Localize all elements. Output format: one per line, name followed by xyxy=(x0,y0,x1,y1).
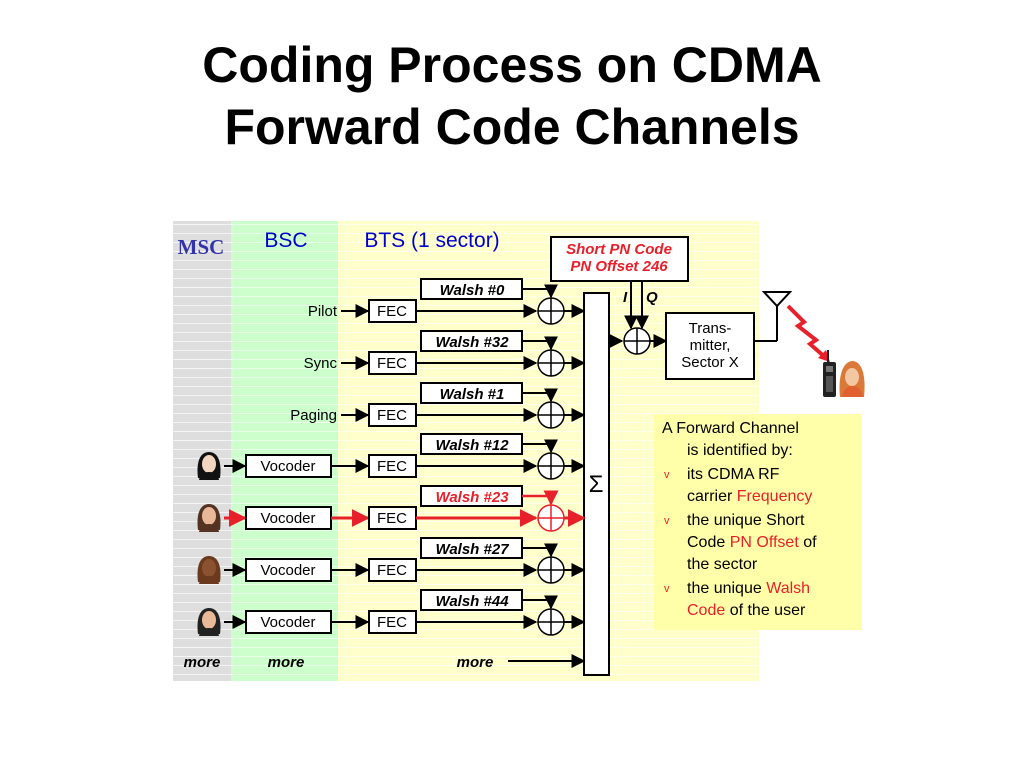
fec-label: FEC xyxy=(377,562,407,579)
channel-source-label: Paging xyxy=(290,407,337,424)
user-avatar xyxy=(197,452,221,480)
user-avatar xyxy=(197,608,221,636)
transmitter-line-2: mitter, xyxy=(690,337,731,354)
walsh-code-label: Walsh #12 xyxy=(435,437,509,454)
transmitter-line-1: Trans- xyxy=(689,320,732,337)
channel-source-label: Pilot xyxy=(308,303,338,320)
channel-row: Vocoder FEC Walsh #12 xyxy=(197,433,586,480)
short-pn-line-1: Short PN Code xyxy=(566,241,672,258)
short-pn-line-2: PN Offset 246 xyxy=(570,258,668,275)
bullet-icon: v xyxy=(664,469,670,481)
fec-label: FEC xyxy=(377,458,407,475)
msc-heading: MSC xyxy=(178,235,225,259)
transmitter-line-3: Sector X xyxy=(681,354,739,371)
bullet-icon: v xyxy=(664,515,670,527)
vocoder-label: Vocoder xyxy=(260,562,315,579)
info-bullet-walsh: v the unique Walsh Code of the user xyxy=(664,580,811,619)
fec-label: FEC xyxy=(377,407,407,424)
more-row: more more more xyxy=(184,654,586,671)
summing-bus xyxy=(583,292,610,676)
vocoder-label: Vocoder xyxy=(260,510,315,527)
fec-label: FEC xyxy=(377,303,407,320)
walsh-code-label: Walsh #27 xyxy=(435,541,509,558)
user-avatar xyxy=(197,556,221,584)
vocoder-label: Vocoder xyxy=(260,614,315,631)
info-intro-2: is identified by: xyxy=(687,442,793,459)
bullet-icon: v xyxy=(664,583,670,595)
woman-caller-icon xyxy=(839,361,865,397)
slide-title: Coding Process on CDMA Forward Code Chan… xyxy=(0,34,1024,158)
antenna-icon xyxy=(754,291,793,342)
channel-source-label: Sync xyxy=(304,355,338,372)
bsc-heading: BSC xyxy=(264,229,307,252)
walsh-code-label: Walsh #0 xyxy=(440,282,505,299)
vocoder-label: Vocoder xyxy=(260,458,315,475)
title-line-2: Forward Code Channels xyxy=(224,99,800,155)
more-bsc: more xyxy=(268,654,305,671)
channel-row: Vocoder FEC Walsh #44 xyxy=(197,589,586,636)
user-avatar xyxy=(197,504,221,532)
short-pn-box xyxy=(550,236,689,282)
channel-row: Pilot FEC Walsh #0 xyxy=(308,278,586,325)
fec-label: FEC xyxy=(377,614,407,631)
transmitter-box xyxy=(665,312,755,380)
i-label: I xyxy=(623,289,628,306)
sigma-symbol: Σ xyxy=(589,471,604,498)
channel-row: Vocoder FEC Walsh #23 xyxy=(197,485,586,532)
q-label: Q xyxy=(646,289,658,306)
forward-channel-info: A Forward Channel is identified by: v it… xyxy=(654,414,862,630)
fec-label: FEC xyxy=(377,355,407,372)
channel-row: Sync FEC Walsh #32 xyxy=(304,330,586,377)
info-intro-1: A Forward Channel xyxy=(662,420,799,437)
walsh-code-label: Walsh #1 xyxy=(440,386,505,403)
fec-label: FEC xyxy=(377,510,407,527)
mobile-phone-icon xyxy=(823,350,836,397)
more-msc: more xyxy=(184,654,221,671)
bsc-column xyxy=(231,221,338,681)
walsh-code-label: Walsh #44 xyxy=(435,593,509,610)
title-line-1: Coding Process on CDMA xyxy=(202,37,822,93)
msc-column xyxy=(173,221,231,681)
info-bullet-pn-offset: v the unique Short Code PN Offset of the… xyxy=(664,512,817,573)
more-bts: more xyxy=(457,654,494,671)
bts-heading: BTS (1 sector) xyxy=(364,229,499,252)
walsh-code-label: Walsh #32 xyxy=(435,334,509,351)
channel-row: Vocoder FEC Walsh #27 xyxy=(197,537,586,584)
channel-row: Paging FEC Walsh #1 xyxy=(290,382,586,429)
walsh-code-label: Walsh #23 xyxy=(435,489,509,506)
info-bullet-frequency: v its CDMA RF carrier Frequency xyxy=(664,466,813,505)
rf-signal-arrow xyxy=(786,304,830,362)
